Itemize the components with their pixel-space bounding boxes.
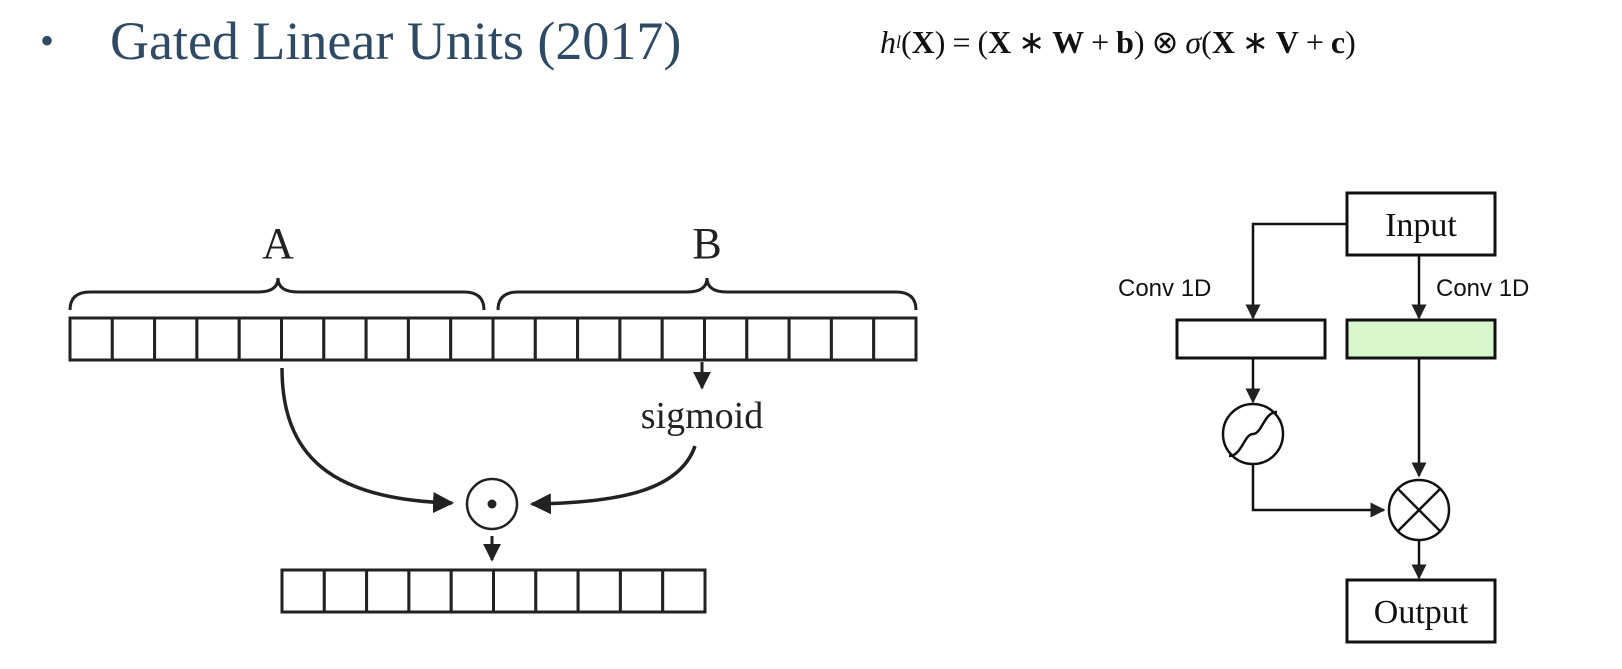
formula-x1: X — [988, 23, 1012, 60]
left-conv-box — [1175, 318, 1327, 360]
output-cell — [661, 568, 707, 614]
brace-a — [68, 277, 486, 311]
input-cell — [237, 316, 283, 362]
formula-star1: ∗ — [1018, 24, 1046, 60]
formula-star2: ∗ — [1241, 24, 1269, 60]
output-cell — [618, 568, 665, 614]
output-cell — [322, 568, 369, 614]
input-cell — [703, 316, 749, 362]
multiply-cross-2 — [1397, 488, 1441, 532]
arrow-sigmoid-to-multiply — [1251, 464, 1386, 518]
sigmoid-label: sigmoid — [641, 395, 763, 437]
formula-v: V — [1275, 23, 1299, 60]
formula-h: h — [880, 23, 896, 60]
input-cell — [364, 316, 410, 362]
input-cell — [660, 316, 707, 362]
formula-plus2: + — [1305, 23, 1324, 60]
formula-close1: ) — [1133, 23, 1145, 60]
input-cell — [449, 316, 495, 362]
title-bullet-row: • Gated Linear Units (2017) — [40, 6, 681, 76]
output-cell — [280, 568, 326, 614]
formula-lparen-lhs: ( — [901, 23, 912, 60]
input-cell — [872, 316, 918, 362]
brace-b — [496, 277, 918, 311]
input-cell — [406, 316, 453, 362]
sigmoid-curve — [1228, 410, 1278, 458]
output-cell — [534, 568, 580, 614]
formula-open2: ( — [1201, 23, 1212, 60]
output-cell — [492, 568, 538, 614]
output-cell-row — [280, 568, 707, 614]
formula-c: c — [1330, 23, 1346, 60]
input-cell-row — [68, 316, 918, 362]
output-cell — [407, 568, 453, 614]
input-cell — [576, 316, 622, 362]
formula-x2: X — [1211, 23, 1235, 60]
input-cell — [491, 316, 537, 362]
arrow-sigmoid-to-product — [529, 445, 697, 515]
input-cell — [745, 316, 791, 362]
input-cell — [280, 316, 326, 362]
left-diagram: A B sigmoid — [68, 219, 918, 614]
output-cell — [449, 568, 496, 614]
formula-sigma: σ — [1185, 23, 1202, 60]
right-diagram: Input Conv 1D Conv 1D Output — [1118, 191, 1529, 644]
label-a: A — [262, 219, 294, 268]
formula-b: b — [1116, 23, 1134, 60]
formula-plus1: + — [1091, 23, 1110, 60]
formula-equals: = — [952, 23, 971, 60]
arrow-a-to-product — [280, 367, 455, 514]
hadamard-dot — [487, 499, 497, 509]
slide-title: Gated Linear Units (2017) — [110, 11, 682, 71]
formula-w: W — [1052, 23, 1085, 60]
input-label: Input — [1385, 207, 1457, 244]
conv-right-label: Conv 1D — [1436, 275, 1529, 302]
input-cell — [68, 316, 114, 362]
bullet-dot: • — [40, 18, 55, 63]
output-box — [1345, 578, 1497, 644]
input-cell — [618, 316, 664, 362]
input-cell — [787, 316, 833, 362]
input-cell — [195, 316, 241, 362]
formula-close2: ) — [1345, 23, 1356, 60]
label-b: B — [692, 219, 721, 268]
output-cell — [365, 568, 411, 614]
input-cell — [110, 316, 157, 362]
right-conv-box — [1345, 318, 1497, 360]
formula-lhs-x: X — [911, 23, 935, 60]
output-label: Output — [1374, 594, 1469, 631]
input-box — [1345, 191, 1497, 257]
input-cell — [829, 316, 876, 362]
conv-left-label: Conv 1D — [1118, 275, 1211, 302]
formula-open1: ( — [977, 23, 989, 60]
formula-rparen-lhs: ) — [934, 23, 946, 60]
input-cell — [322, 316, 368, 362]
output-cell — [576, 568, 622, 614]
input-cell — [153, 316, 199, 362]
arrow-input-to-left-conv — [1245, 222, 1347, 320]
formula-otimes: ⊗ — [1151, 24, 1179, 60]
input-cell — [533, 316, 580, 362]
formula-subscript-l: l — [896, 31, 902, 52]
